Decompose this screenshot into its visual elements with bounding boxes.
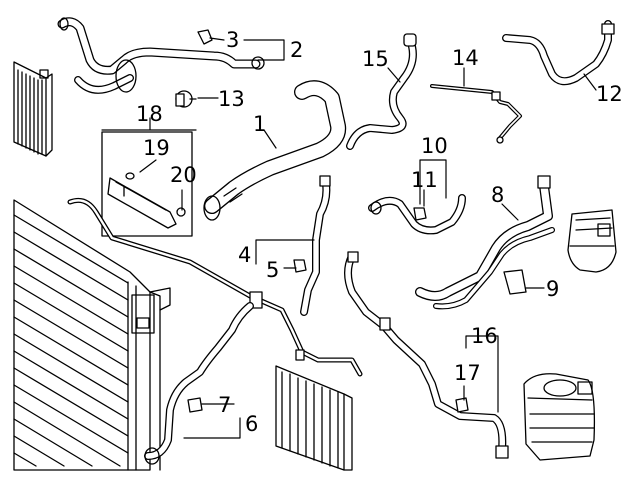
part-17-clip xyxy=(455,397,469,413)
callout-18: 18 xyxy=(136,102,163,126)
callout-11: 11 xyxy=(411,168,438,192)
callout-1: 1 xyxy=(253,112,266,136)
aux-radiator-top-left xyxy=(13,61,53,157)
part-13-sensor xyxy=(175,90,197,108)
callout-4: 4 xyxy=(238,243,251,267)
callout-2: 2 xyxy=(290,38,303,62)
callout-19: 19 xyxy=(143,136,170,160)
part-16-hose xyxy=(344,251,509,459)
part-11-clip xyxy=(413,207,427,221)
callout-16: 16 xyxy=(471,324,498,348)
callout-13: 13 xyxy=(218,87,245,111)
callout-10: 10 xyxy=(421,134,448,158)
part-6-hose xyxy=(144,302,254,465)
part-5-clip xyxy=(293,259,307,273)
part-7-clip xyxy=(187,397,203,413)
callout-labels: 1 2 3 4 5 6 7 8 9 10 11 12 13 14 15 16 1… xyxy=(136,28,623,436)
kit-box-18 xyxy=(101,131,193,237)
callout-8: 8 xyxy=(491,183,504,207)
callout-17: 17 xyxy=(454,361,481,385)
callout-12: 12 xyxy=(596,82,623,106)
part-9-clip xyxy=(503,269,527,295)
aux-radiator-bottom xyxy=(275,365,353,471)
part-1-hose xyxy=(203,80,347,221)
callout-3: 3 xyxy=(226,28,239,52)
part-4-hose xyxy=(300,175,331,316)
part-3-clip xyxy=(197,29,213,45)
callout-9: 9 xyxy=(546,277,559,301)
part-12-hose xyxy=(502,20,615,86)
callout-6: 6 xyxy=(245,412,258,436)
part-8-hose xyxy=(415,175,555,310)
part-2-upper-hose xyxy=(57,17,265,94)
part-15-hose xyxy=(346,33,417,150)
expansion-tank xyxy=(567,209,617,273)
callout-14: 14 xyxy=(452,46,479,70)
main-radiator xyxy=(13,199,171,471)
callout-20: 20 xyxy=(170,163,197,187)
coolant-tube-long xyxy=(67,197,363,377)
part-10-hose xyxy=(368,194,466,235)
part-14-tube xyxy=(430,84,522,144)
coolant-reservoir xyxy=(523,373,596,461)
callout-15: 15 xyxy=(362,47,389,71)
callout-7: 7 xyxy=(218,393,231,417)
callout-5: 5 xyxy=(266,258,279,282)
leader-lines xyxy=(101,37,597,439)
